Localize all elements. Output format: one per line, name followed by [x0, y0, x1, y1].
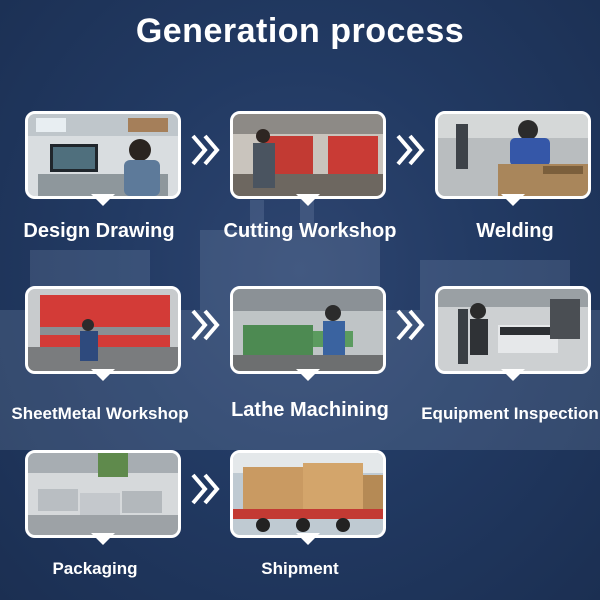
double-chevron-right-icon	[185, 305, 225, 345]
step-label-shipment: Shipment	[261, 559, 339, 578]
step-label-sheetmetal-workshop: SheetMetal Workshop	[11, 404, 189, 423]
lathe-machining-photo	[230, 286, 386, 374]
step-label-welding: Welding	[476, 220, 554, 242]
callout-notch	[91, 533, 115, 545]
design-drawing-photo	[25, 111, 181, 199]
double-chevron-right-icon	[185, 469, 225, 509]
callout-notch	[296, 369, 320, 381]
sheetmetal-workshop-photo	[25, 286, 181, 374]
cutting-workshop-photo	[230, 111, 386, 199]
callout-notch	[296, 533, 320, 545]
shipment-photo	[230, 450, 386, 538]
double-chevron-right-icon	[185, 130, 225, 170]
page-title: Generation process	[135, 12, 465, 50]
equipment-inspection-photo	[435, 286, 591, 374]
double-chevron-right-icon	[390, 130, 430, 170]
callout-notch	[91, 194, 115, 206]
double-chevron-right-icon	[390, 305, 430, 345]
callout-notch	[91, 369, 115, 381]
callout-notch	[501, 194, 525, 206]
welding-photo	[435, 111, 591, 199]
step-label-cutting-workshop: Cutting Workshop	[223, 220, 397, 242]
step-label-design-drawing: Design Drawing	[23, 220, 175, 242]
step-label-equipment-inspection: Equipment Inspection	[421, 404, 599, 423]
step-label-packaging: Packaging	[52, 559, 138, 578]
step-label-lathe-machining: Lathe Machining	[231, 399, 389, 421]
callout-notch	[501, 369, 525, 381]
packaging-photo	[25, 450, 181, 538]
callout-notch	[296, 194, 320, 206]
